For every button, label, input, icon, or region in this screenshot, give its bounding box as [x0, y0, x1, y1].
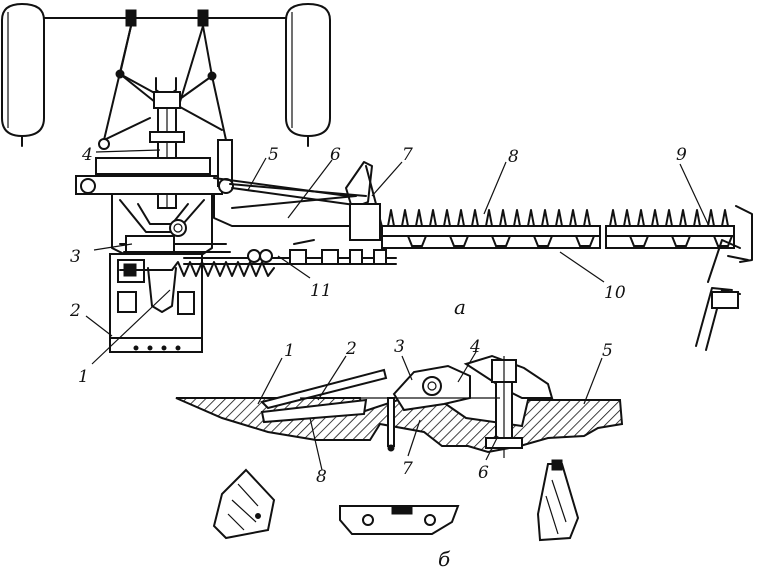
- callout-labels: 4 5 6 7 8 9 3 2 1 11 10 1 2 3 4 5 6 7 8 …: [69, 145, 687, 571]
- outer-divider: [695, 205, 753, 351]
- guard-tooth: [513, 209, 521, 227]
- guard-tooth: [527, 209, 535, 227]
- guard-tooth: [693, 209, 701, 227]
- lift-rod: [229, 183, 367, 197]
- frame-cross-bar: [75, 175, 223, 195]
- guard-tooth: [541, 209, 549, 227]
- knife-section: [670, 235, 692, 247]
- callout-a-6: 6: [330, 145, 341, 165]
- knife-section: [628, 235, 650, 247]
- inner-shoe: [345, 161, 387, 243]
- knife-section: [490, 235, 512, 247]
- callout-b-1: 1: [284, 341, 295, 361]
- guard-tooth: [485, 209, 493, 227]
- guard-tooth: [387, 209, 395, 227]
- callout-a-5: 5: [268, 145, 279, 165]
- callout-b-2: 2: [345, 339, 357, 359]
- callout-b-4: 4: [469, 337, 481, 357]
- guard-tooth: [679, 209, 687, 227]
- guard-tooth: [499, 209, 507, 227]
- knife-section-plate: [212, 468, 276, 540]
- view-a-label: а: [454, 295, 466, 319]
- callout-a-3: 3: [70, 247, 81, 267]
- knife-section: [448, 235, 470, 247]
- callout-b-5: 5: [602, 341, 613, 361]
- guard-tooth: [665, 209, 673, 227]
- callout-b-8: 8: [316, 467, 327, 487]
- callout-a-8: 8: [508, 147, 519, 167]
- view-b-label: б: [438, 547, 451, 571]
- knife-section: [406, 235, 428, 247]
- knife-back-plate: [339, 505, 460, 535]
- leader-lines: [85, 149, 709, 471]
- guard-tooth: [443, 209, 451, 227]
- callout-a-9: 9: [676, 145, 687, 165]
- guard-tooth: [555, 209, 563, 227]
- guard-tooth: [721, 209, 729, 227]
- guard-blade: [260, 368, 388, 410]
- guard-liner-plate: [536, 459, 580, 542]
- tractor-wheel-right: [285, 3, 331, 147]
- knife-drive-rod: [183, 239, 397, 265]
- tractor-wheel-left: [1, 3, 45, 147]
- callout-a-7: 7: [402, 145, 413, 165]
- callout-a-2: 2: [69, 301, 81, 321]
- guard-section: [175, 397, 624, 454]
- crank-head: [125, 235, 175, 253]
- callout-a-11: 11: [310, 281, 332, 301]
- guard-tooth: [609, 209, 617, 227]
- guard-tooth: [569, 209, 577, 227]
- guard-tooth: [707, 209, 715, 227]
- knife-section: [574, 235, 596, 247]
- callout-a-10: 10: [604, 283, 626, 303]
- guard-tooth: [457, 209, 465, 227]
- callout-a-1: 1: [78, 367, 89, 387]
- knife-section: [532, 235, 554, 247]
- guard-tooth: [583, 209, 591, 227]
- knife-section: [260, 398, 368, 424]
- guard-tooth: [401, 209, 409, 227]
- view-a-assembly: [1, 3, 753, 353]
- guard-tooth: [429, 209, 437, 227]
- frame-top-bar: [95, 157, 211, 175]
- view-b-section: [175, 354, 624, 458]
- guard-tooth: [415, 209, 423, 227]
- knife-guards-left: [387, 209, 596, 247]
- guard-tooth: [651, 209, 659, 227]
- guard-tooth: [637, 209, 645, 227]
- callout-b-3: 3: [394, 337, 405, 357]
- guard-tooth: [471, 209, 479, 227]
- callout-a-4: 4: [81, 145, 93, 165]
- callout-b-6: 6: [478, 463, 489, 483]
- guard-tooth: [623, 209, 631, 227]
- callout-b-7: 7: [402, 459, 413, 479]
